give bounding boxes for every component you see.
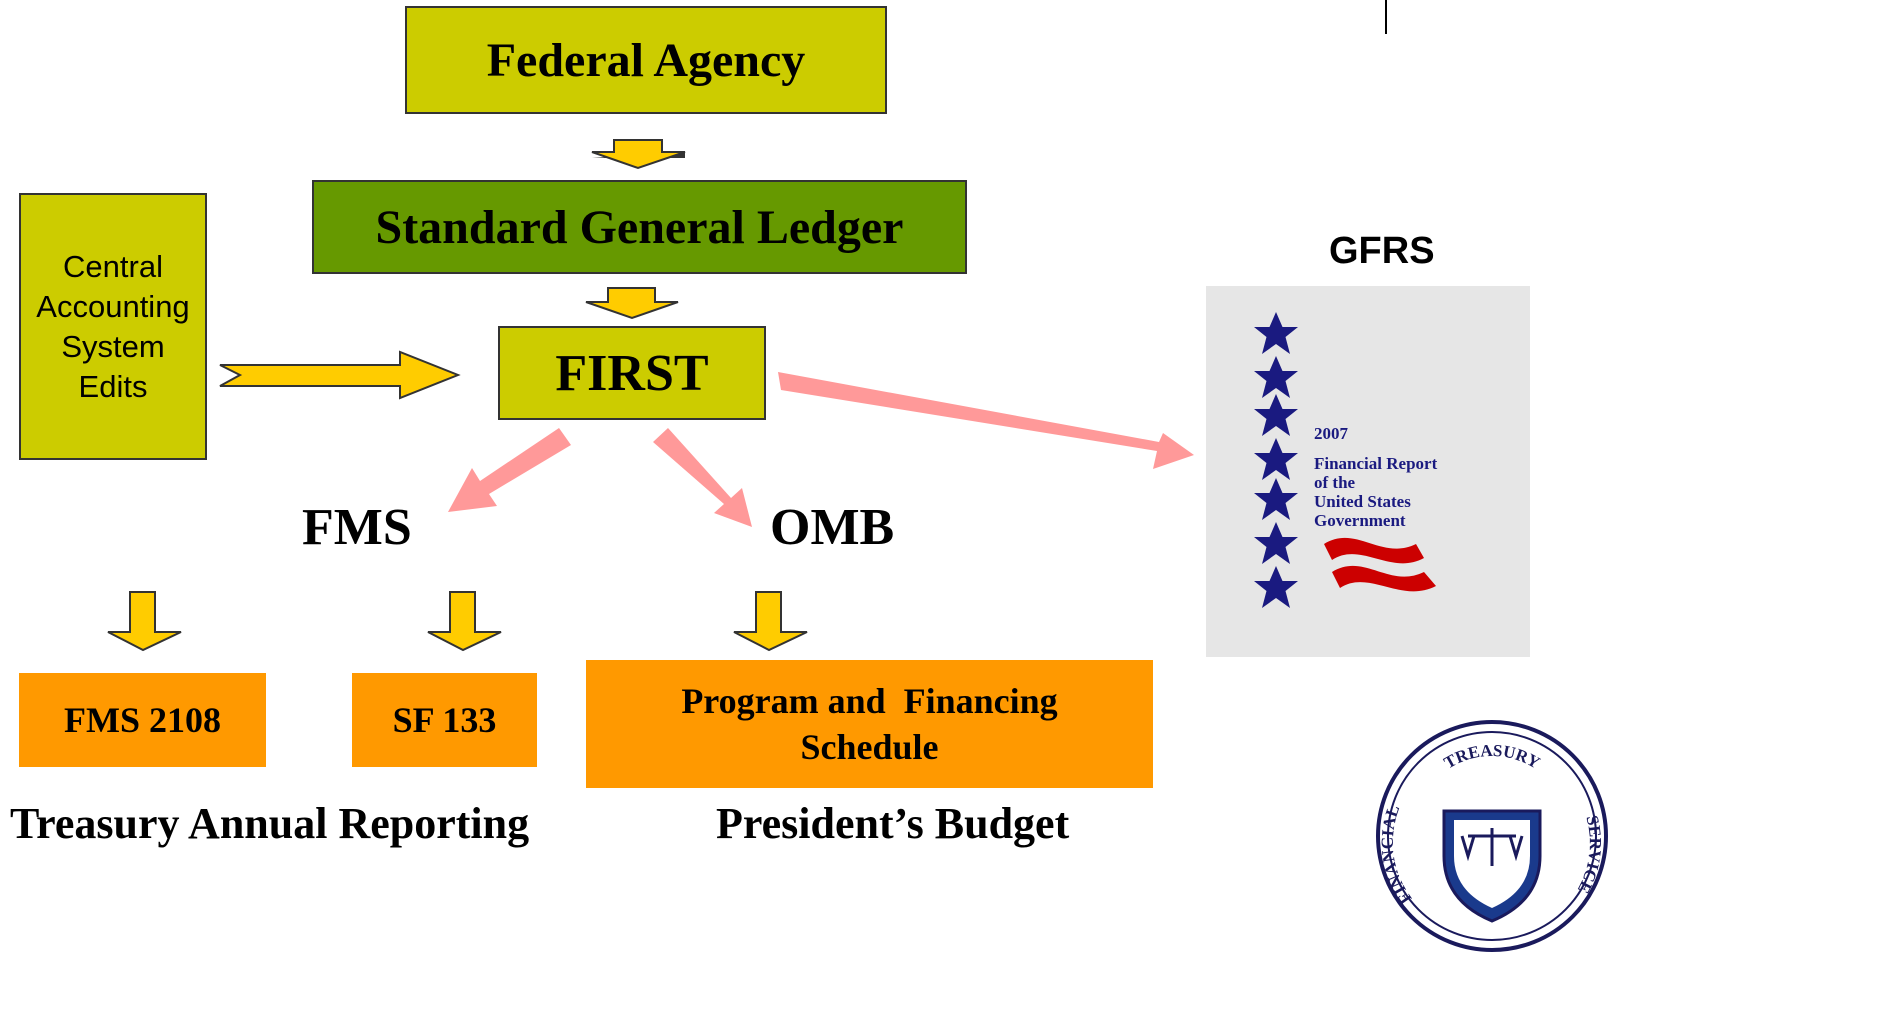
sgl-label: Standard General Ledger: [375, 200, 904, 254]
first-box: FIRST: [498, 326, 766, 420]
gfrs-label: GFRS: [1329, 230, 1435, 272]
program-financing-box: Program and Financing Schedule: [586, 660, 1153, 788]
report-title-line-4: Government: [1314, 511, 1406, 530]
report-title: Financial Report of the United States Go…: [1314, 454, 1437, 530]
arrow-agency-to-sgl: [591, 139, 686, 170]
arrow-first-to-gfrs: [778, 372, 1194, 469]
arrow-fms-to-fms2108: [107, 591, 182, 652]
central-line-3: System: [61, 328, 165, 364]
arrow-first-to-omb: [653, 428, 752, 527]
report-title-line-1: Financial Report: [1314, 454, 1438, 473]
arrow-first-to-fms: [448, 428, 571, 512]
fms2108-label: FMS 2108: [64, 700, 221, 740]
pfs-line-2: Schedule: [800, 727, 939, 767]
gfrs-report-cover: 2007 Financial Report of the United Stat…: [1206, 286, 1530, 657]
fms-label: FMS: [302, 499, 412, 556]
federal-agency-box: Federal Agency: [405, 6, 887, 114]
corner-divider: [1385, 0, 1387, 34]
scales-icon: [1460, 828, 1524, 866]
report-cover-graphic: [1254, 312, 1436, 608]
arrow-fms-to-sf133: [427, 591, 502, 652]
sf133-box: SF 133: [352, 673, 537, 767]
first-label: FIRST: [555, 344, 709, 402]
fms2108-box: FMS 2108: [19, 673, 266, 767]
treasury-seal: TREASURY FINANCIAL SERVICE: [1372, 716, 1612, 956]
arrow-omb-to-pfs: [733, 591, 808, 652]
arrow-central-to-first: [219, 350, 461, 400]
report-title-line-2: of the: [1314, 473, 1356, 492]
federal-agency-label: Federal Agency: [486, 33, 806, 87]
central-line-4: Edits: [78, 368, 148, 404]
omb-label: OMB: [770, 499, 895, 556]
central-accounting-box: Central Accounting System Edits: [19, 193, 207, 460]
pfs-line-1: Program and Financing: [681, 681, 1058, 721]
central-line-2: Accounting: [36, 288, 190, 324]
arrow-sgl-to-first: [585, 287, 679, 320]
report-title-line-3: United States: [1314, 492, 1411, 511]
star-column-icon: [1254, 312, 1298, 608]
flag-stripes-icon: [1324, 537, 1436, 592]
treasury-reporting-label: Treasury Annual Reporting: [10, 799, 530, 848]
central-line-1: Central: [63, 248, 163, 284]
sgl-box: Standard General Ledger: [312, 180, 967, 274]
presidents-budget-label: President’s Budget: [716, 799, 1070, 848]
sf133-label: SF 133: [392, 700, 497, 740]
treasury-seal-icon: TREASURY FINANCIAL SERVICE: [1376, 720, 1608, 952]
report-year: 2007: [1314, 424, 1348, 443]
